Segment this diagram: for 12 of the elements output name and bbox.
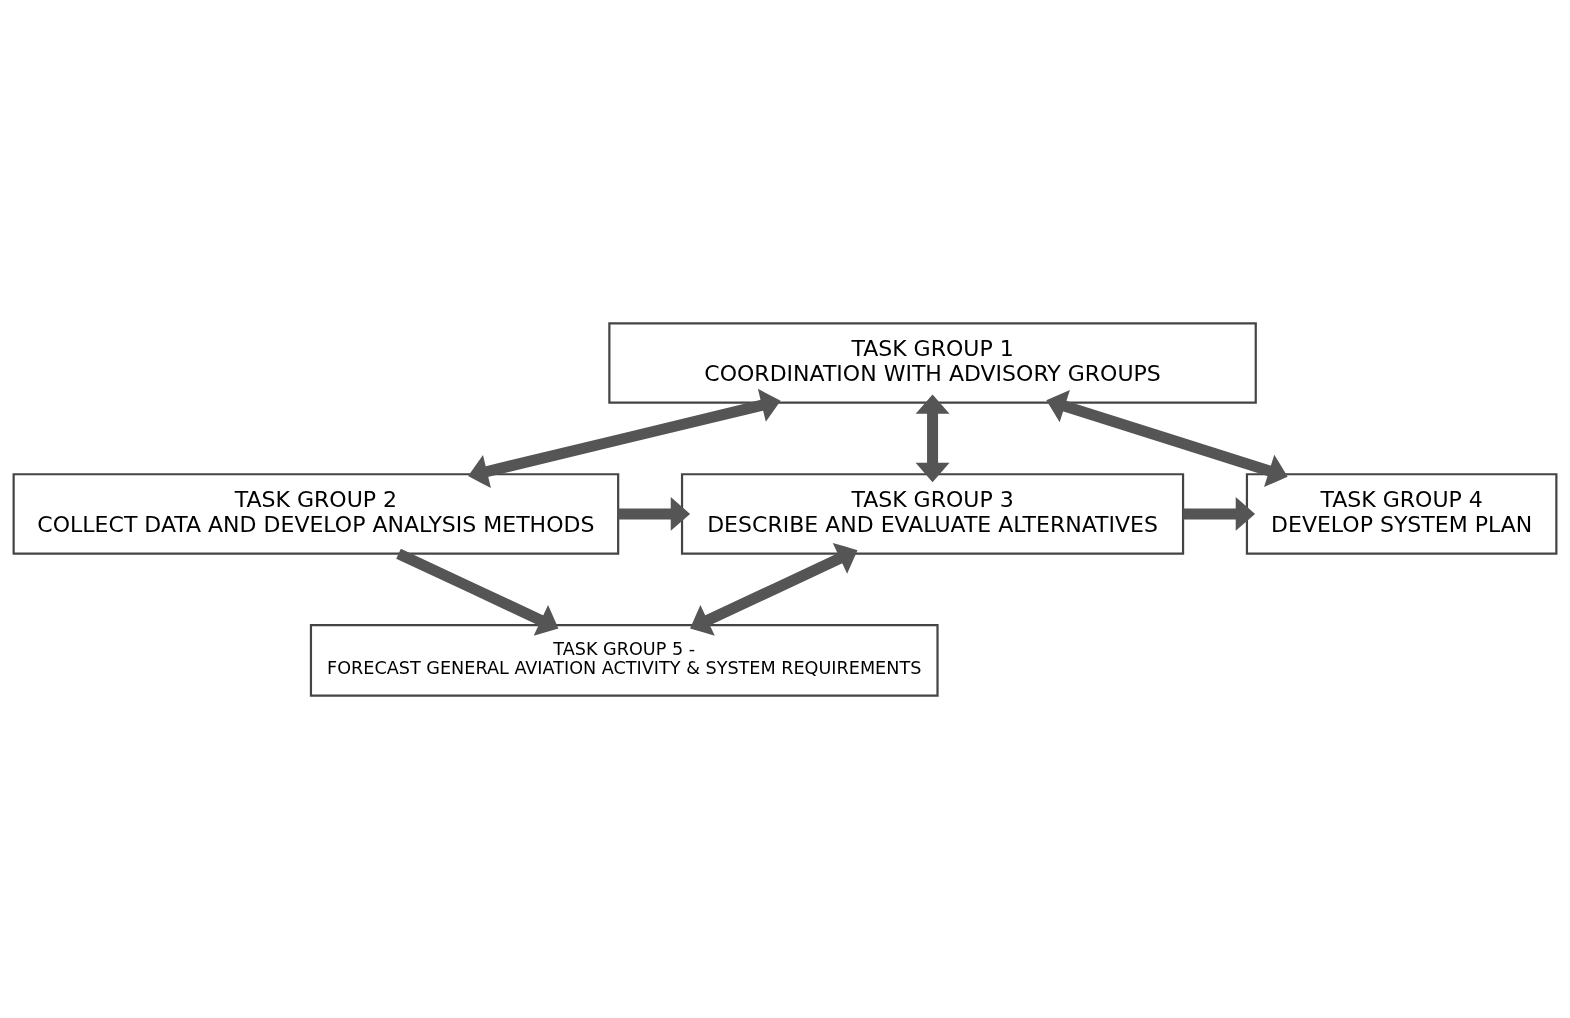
arrow — [618, 496, 691, 531]
node-box: TASK GROUP 2 COLLECT DATA AND DEVELOP ANALYSIS METHODS — [12, 472, 620, 555]
arrow — [396, 548, 559, 636]
arrow — [1046, 389, 1288, 487]
node-box: TASK GROUP 4 DEVELOP SYSTEM PLAN — [1245, 472, 1558, 555]
arrow — [915, 393, 950, 482]
node-box: TASK GROUP 5 - FORECAST GENERAL AVIATION ACTIVITY & SYSTEM REQUIREMENTS — [309, 623, 939, 697]
arrow — [468, 388, 781, 488]
node-box: TASK GROUP 1 COORDINATION WITH ADVISORY GROUPS — [608, 321, 1257, 404]
node-box: TASK GROUP 3 DESCRIBE AND EVALUATE ALTERNATIVES — [680, 472, 1185, 555]
arrow — [690, 542, 858, 636]
arrow — [1183, 496, 1256, 531]
